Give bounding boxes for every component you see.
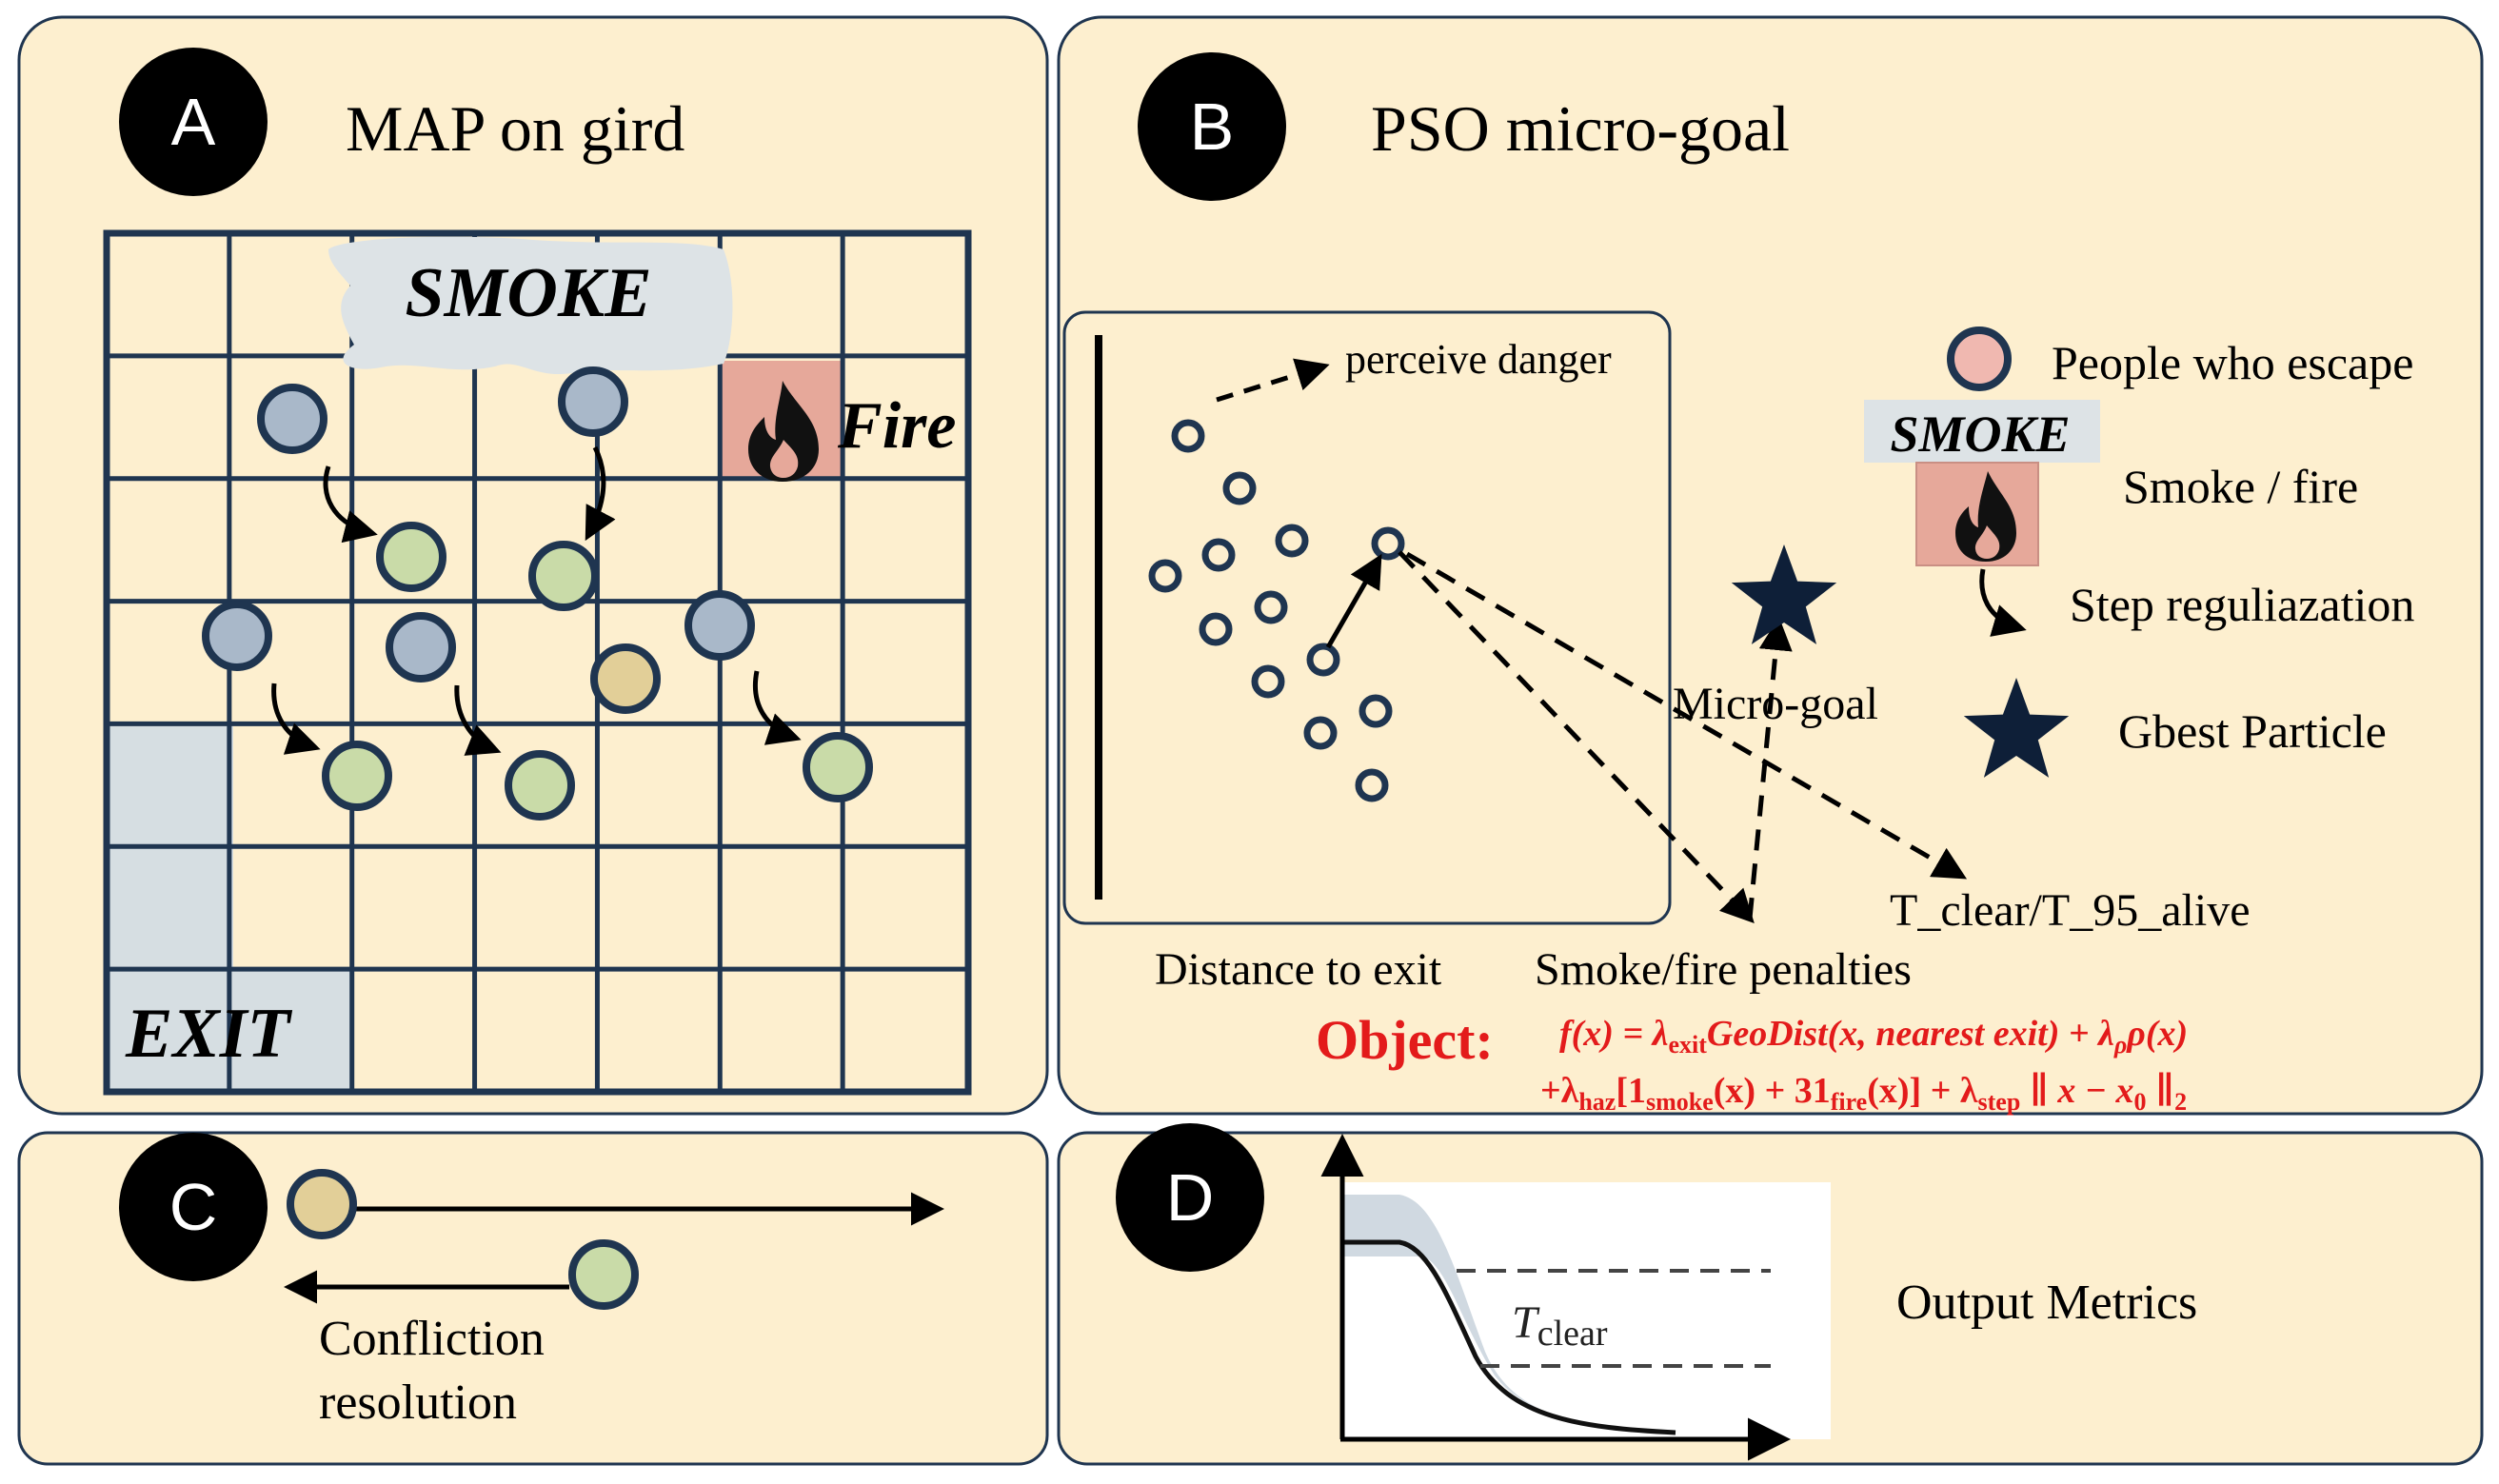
agent-tan: [287, 1169, 357, 1239]
agent-blue: [257, 384, 327, 454]
agent-green: [322, 741, 392, 811]
t-clear-label: T_clear/T_95_alive: [1890, 885, 2251, 936]
particle: [1251, 664, 1285, 699]
agents: [202, 366, 873, 821]
particle: [1359, 694, 1393, 728]
agent-blue: [202, 601, 272, 671]
agent-green: [568, 1239, 639, 1310]
objective-formula-line1: f(x) = λexitGeoDist(x, nearest exit) + λ…: [1559, 1014, 2188, 1059]
t-clear-annotation: Tclear: [1512, 1297, 1608, 1354]
confliction-label-line1: Confliction: [319, 1312, 545, 1366]
distance-to-exit-label: Distance to exit: [1155, 944, 1442, 995]
particle: [1275, 524, 1309, 558]
particle: [1201, 538, 1236, 572]
perceive-danger-label: perceive danger: [1345, 336, 1612, 383]
agent-blue: [386, 612, 456, 683]
particle: [1171, 419, 1205, 453]
badge-c: [119, 1133, 268, 1281]
agent-blue: [684, 590, 755, 661]
badge-c-label: C: [169, 1170, 218, 1244]
particle: [1371, 526, 1405, 561]
legend-smoke-tag: SMOKE: [1890, 406, 2070, 463]
badge-d: [1116, 1123, 1264, 1272]
micro-goal-label: Micro-goal: [1673, 679, 1878, 729]
badge-d-label: D: [1166, 1160, 1215, 1235]
agent-tan: [590, 643, 661, 714]
panel-d: D Tclear Output Metrics: [1057, 1123, 2484, 1466]
perceive-danger-arrow: [1216, 358, 1330, 403]
map-border: [103, 229, 972, 1096]
badge-b: [1138, 52, 1286, 201]
uncertainty-band: [1344, 1195, 1676, 1431]
output-metrics-label: Output Metrics: [1896, 1276, 2197, 1330]
legend-smoke-swatch: [1864, 400, 2100, 463]
legend-smoke-fire-label: Smoke / fire: [2123, 460, 2358, 513]
particle: [1148, 559, 1182, 593]
panel-a: A MAP on gird SMOKE Fire EXIT: [17, 15, 1049, 1116]
penalty-arrows: [1398, 550, 1968, 924]
legend-step-arrow-icon: [1979, 568, 2027, 637]
legend-gbest-label: Gbest Particle: [2118, 704, 2387, 758]
agent-green: [528, 541, 599, 611]
legend: People who escape SMOKE Smoke / fire Ste…: [1864, 326, 2414, 778]
particles: [1148, 419, 1405, 802]
agent-green: [505, 750, 575, 821]
smoke-cloud: [328, 236, 733, 375]
objective-label: Object:: [1316, 1009, 1494, 1071]
micro-goal-star-icon: [1731, 544, 1837, 644]
agent-green: [803, 732, 873, 802]
legend-people-label: People who escape: [2052, 336, 2413, 389]
smoke-label: SMOKE: [405, 254, 651, 332]
legend-fire-icon: [1955, 471, 2016, 562]
legend-star-icon: [1963, 678, 2070, 778]
panel-b: B PSO micro-goal perceive danger: [1057, 15, 2484, 1116]
penalties-label: Smoke/fire penalties: [1535, 944, 1912, 995]
particle: [1303, 716, 1338, 750]
fire-icon: [748, 381, 819, 482]
legend-step-label: Step reguliazation: [2070, 578, 2414, 631]
badge-a-label: A: [171, 85, 216, 159]
confliction-label-line2: resolution: [319, 1375, 517, 1430]
panel-b-title: PSO micro-goal: [1371, 92, 1790, 165]
agent-blue: [558, 366, 628, 437]
particle: [1306, 643, 1340, 677]
particle: [1355, 768, 1389, 802]
badge-a: [119, 48, 268, 196]
agent-green: [376, 522, 446, 592]
movement-arrows: [271, 445, 802, 756]
panel-c: C Confliction resolution: [17, 1131, 1049, 1466]
survival-curve: [1344, 1239, 1676, 1435]
exit-label: EXIT: [125, 995, 293, 1073]
velocity-arrow: [1325, 553, 1382, 649]
particle: [1222, 471, 1257, 505]
legend-person-icon: [1947, 326, 2012, 391]
particle: [1199, 612, 1233, 646]
objective-formula-line2: +λhaz[1smoke(x) + 31fire(x)] + λstep ∥ x…: [1540, 1071, 2187, 1116]
particle: [1254, 590, 1288, 624]
fire-label: Fire: [837, 389, 956, 463]
panel-a-title: MAP on gird: [346, 92, 684, 165]
particle-box: [1062, 310, 1672, 925]
badge-b-label: B: [1190, 89, 1235, 164]
